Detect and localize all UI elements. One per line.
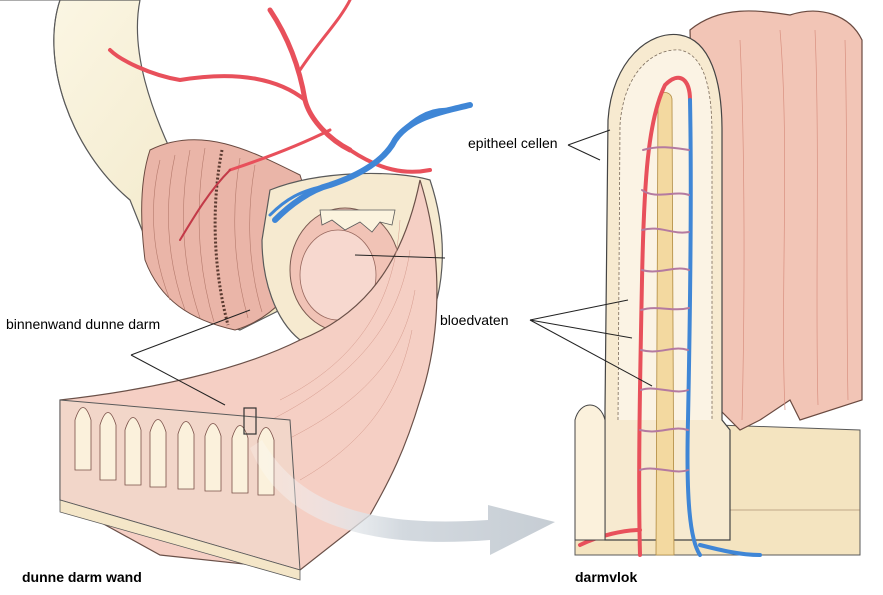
villus-capillaries [578, 75, 762, 557]
caption-darmvlok: darmvlok [575, 569, 638, 585]
zoom-marker [243, 407, 257, 435]
zoom-arrow [250, 440, 555, 555]
lacteal [655, 92, 675, 556]
label-epitheel-cellen: epitheel cellen [468, 135, 558, 151]
caption-dunne-darm-wand: dunne darm wand [22, 569, 142, 585]
mesenteric-vessels [108, 0, 473, 241]
label-binnenwand: binnenwand dunne darm [6, 316, 161, 332]
villus-folds-back [689, 10, 863, 431]
villus-illustration [529, 10, 863, 557]
label-bloedvaten: bloedvaten [440, 312, 509, 328]
small-intestine-illustration [0, 0, 473, 581]
